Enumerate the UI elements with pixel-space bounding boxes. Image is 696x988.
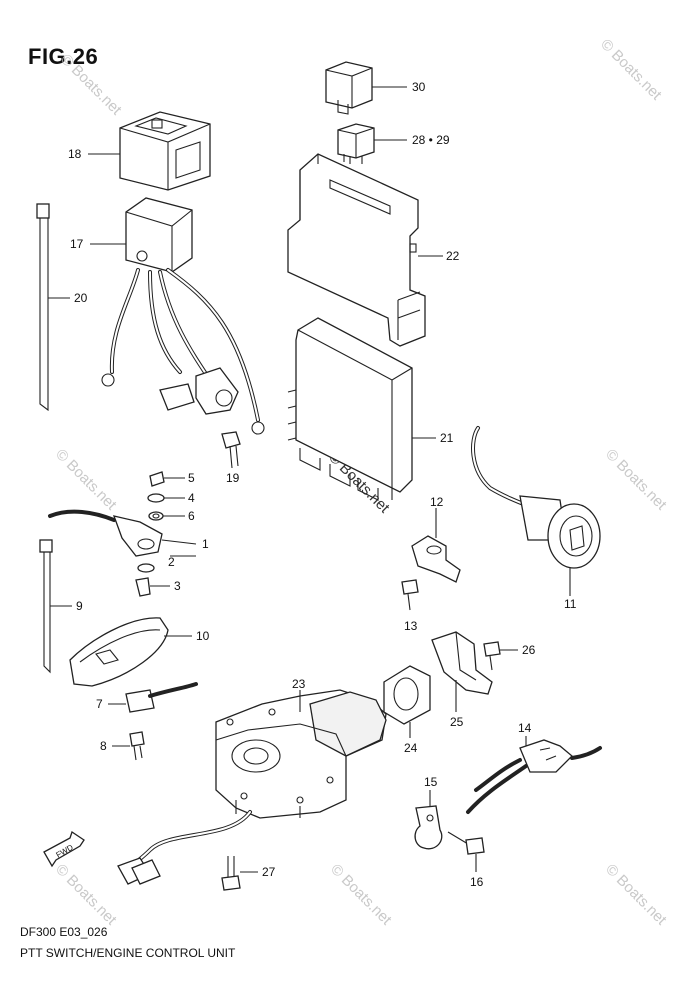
callout-11: 11 <box>564 597 577 611</box>
watermark-text: © Boats.net <box>602 446 670 514</box>
callout-9: 9 <box>76 599 83 613</box>
part-9-cable-tie <box>39 539 72 674</box>
callout-21: 21 <box>440 431 454 445</box>
callout-20: 20 <box>74 291 88 305</box>
part-22-ecu-cover <box>287 153 443 347</box>
callout-10: 10 <box>196 629 210 643</box>
figure-title: FIG.26 <box>28 44 99 69</box>
callout-13: 13 <box>404 619 418 633</box>
part-19-bolt <box>221 431 241 469</box>
part-13-bolt <box>401 579 419 611</box>
callout-12: 12 <box>430 495 444 509</box>
figure-caption: PTT SWITCH/ENGINE CONTROL UNIT <box>20 946 236 960</box>
callout-2: 2 <box>168 555 175 569</box>
watermark-text: © Boats.net <box>597 36 665 104</box>
part-14-harness-connector <box>466 736 602 814</box>
callout-8: 8 <box>100 739 107 753</box>
callout-6: 6 <box>188 509 195 523</box>
part-28-29-relay <box>337 123 407 164</box>
callout-22: 22 <box>446 249 460 263</box>
watermark-text: © Boats.net <box>52 861 120 929</box>
model-code: DF300 E03_026 <box>20 925 108 939</box>
callout-15: 15 <box>424 775 438 789</box>
part-6-washer <box>148 511 185 521</box>
callout-5: 5 <box>188 471 195 485</box>
part-21-engine-control-unit <box>287 317 436 501</box>
part-1-trim-sensor <box>48 509 197 557</box>
part-25-motor-bracket <box>431 631 493 712</box>
part-2-o-ring <box>137 563 155 573</box>
callout-26: 26 <box>522 643 536 657</box>
part-4-washer <box>147 493 185 503</box>
watermark-text: © Boats.net <box>52 446 120 514</box>
callout-27: 27 <box>262 865 276 879</box>
part-18-connector-housing <box>88 111 211 191</box>
part-20-cable-tie <box>36 203 70 412</box>
part-23-ptt-motor <box>117 689 387 885</box>
watermark-text: © Boats.net <box>327 861 395 929</box>
part-24-motor-boot <box>383 665 431 738</box>
part-17-control-box-harness <box>90 197 265 435</box>
callout-17: 17 <box>70 237 84 251</box>
callout-30: 30 <box>412 80 426 94</box>
callout-16: 16 <box>470 875 484 889</box>
watermark-text: © Boats.net <box>602 861 670 929</box>
callout-23: 23 <box>292 677 306 691</box>
callout-25: 25 <box>450 715 464 729</box>
part-10-sensor-cover <box>69 617 192 687</box>
callout-14: 14 <box>518 721 532 735</box>
part-12-bracket <box>411 508 461 583</box>
callout-labels: 30 28 • 29 18 22 17 20 21 19 5 4 6 1 2 3… <box>68 80 577 889</box>
callout-24: 24 <box>404 741 418 755</box>
part-16-screw <box>447 831 485 872</box>
callout-3: 3 <box>174 579 181 593</box>
part-11-ptt-switch <box>471 426 601 596</box>
callout-7: 7 <box>96 697 103 711</box>
part-8-bolt <box>112 731 145 761</box>
watermark-text: © Boats.net <box>57 51 125 119</box>
callout-18: 18 <box>68 147 82 161</box>
part-26-screw <box>483 641 518 671</box>
part-7-switch <box>108 682 198 713</box>
part-5-screw <box>149 471 185 487</box>
callout-19: 19 <box>226 471 240 485</box>
part-27-bolt <box>221 856 258 891</box>
callout-1: 1 <box>202 537 209 551</box>
callout-4: 4 <box>188 491 195 505</box>
part-15-clamp <box>414 790 443 850</box>
callout-28-29: 28 • 29 <box>412 133 450 147</box>
part-3-clip <box>135 577 170 597</box>
part-30-relay-cover <box>325 61 407 115</box>
